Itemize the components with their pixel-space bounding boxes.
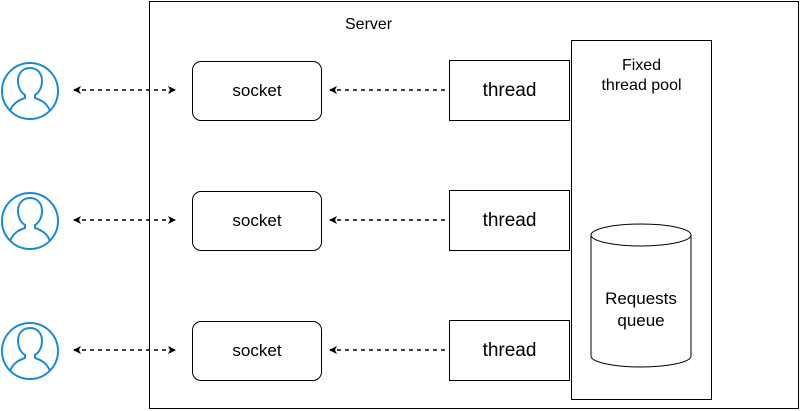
thread-label: thread: [482, 79, 537, 101]
socket-label: socket: [232, 341, 282, 360]
thread-pool-title: Fixed thread pool: [571, 56, 712, 96]
thread-box-2: thread: [449, 190, 570, 251]
thread-label: thread: [482, 339, 537, 361]
socket-box-3: socket: [192, 321, 322, 381]
server-title: Server: [345, 16, 393, 33]
thread-box-3: thread: [449, 320, 570, 381]
socket-label: socket: [232, 211, 282, 230]
socket-label: socket: [232, 81, 282, 100]
socket-box-2: socket: [192, 191, 322, 251]
thread-pool-title-line2: thread pool: [601, 77, 682, 94]
socket-box-1: socket: [192, 61, 322, 121]
thread-label: thread: [482, 209, 537, 231]
thread-pool-title-line1: Fixed: [621, 57, 662, 74]
user-icon: [1, 322, 59, 380]
user-icon: [1, 62, 59, 120]
requests-queue-cylinder-icon: [590, 223, 692, 368]
user-icon: [1, 192, 59, 250]
queue-label-line2: queue: [617, 311, 665, 330]
thread-box-1: thread: [449, 60, 570, 121]
requests-queue-label: Requests queue: [591, 288, 691, 332]
server-container: [149, 1, 799, 409]
queue-label-line1: Requests: [605, 289, 677, 308]
